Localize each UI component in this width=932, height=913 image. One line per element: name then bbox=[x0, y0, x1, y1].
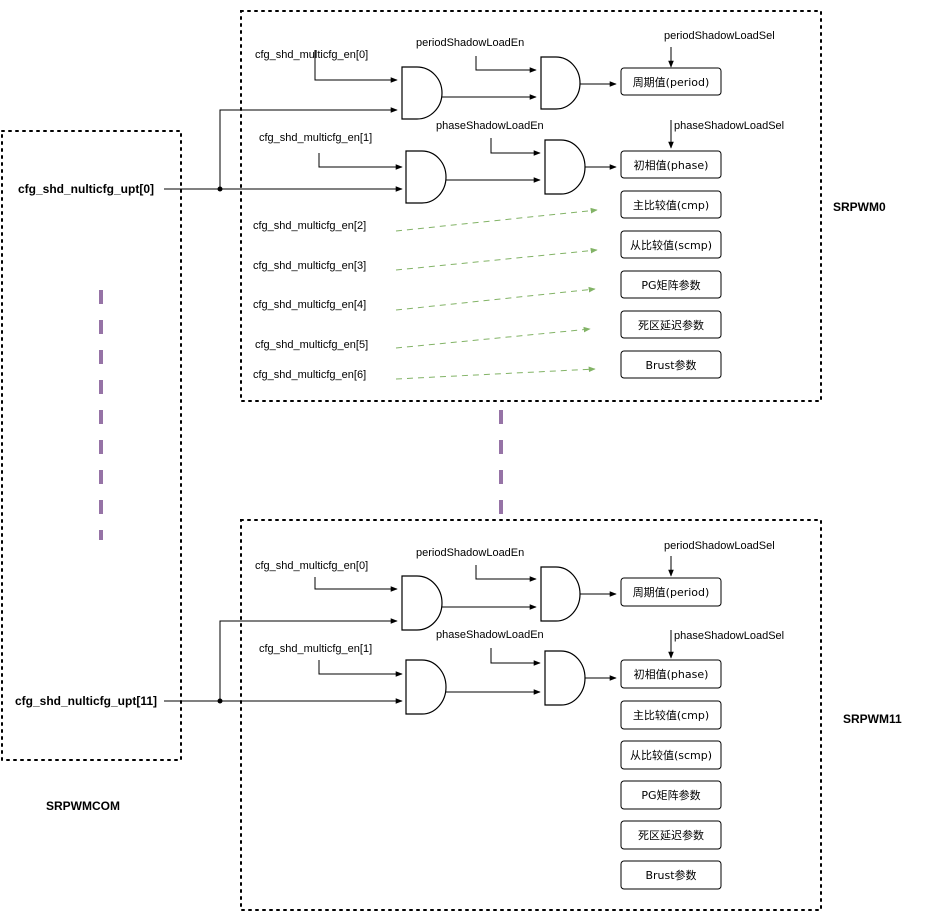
srpwm11-reg-period: 周期值(period) bbox=[633, 586, 710, 599]
srpwm0-frame bbox=[240, 10, 822, 402]
srpwm0-title: SRPWM0 bbox=[833, 200, 886, 214]
srpwm0-en2-label: cfg_shd_multicfg_en[2] bbox=[253, 220, 366, 232]
srpwm0-period-load-sel-label: periodShadowLoadSel bbox=[664, 30, 775, 42]
srpwm11-frame bbox=[240, 519, 822, 911]
srpwm11-reg-phase: 初相值(phase) bbox=[634, 667, 709, 681]
srpwm11-period-load-sel-label: periodShadowLoadSel bbox=[664, 540, 775, 552]
srpwm0-reg-scmp: 从比较值(scmp) bbox=[630, 238, 712, 252]
upt0-label: cfg_shd_nulticfg_upt[0] bbox=[18, 182, 154, 196]
srpwm11-reg-pg: PG矩阵参数 bbox=[641, 788, 700, 802]
srpwm0-reg-phase: 初相值(phase) bbox=[634, 158, 709, 172]
srpwm11-reg-brust: Brust参数 bbox=[645, 868, 696, 882]
srpwm0-en4-label: cfg_shd_multicfg_en[4] bbox=[253, 299, 366, 311]
srpwmcom-frame bbox=[1, 130, 182, 761]
and-gate-6 bbox=[540, 566, 581, 622]
srpwm11-reg-scmp: 从比较值(scmp) bbox=[630, 748, 712, 762]
srpwm11-reg-cmp: 主比较值(cmp) bbox=[633, 708, 709, 722]
srpwm0-en5-label: cfg_shd_multicfg_en[5] bbox=[255, 339, 368, 351]
srpwm11-logic bbox=[164, 556, 722, 890]
and-gate-2 bbox=[540, 56, 581, 110]
srpwm11-en0-label: cfg_shd_multicfg_en[0] bbox=[255, 560, 368, 572]
and-gate-1 bbox=[401, 66, 443, 120]
and-gate-8 bbox=[544, 650, 586, 706]
srpwm11-title: SRPWM11 bbox=[843, 712, 902, 726]
srpwmcom-title: SRPWMCOM bbox=[46, 799, 120, 813]
srpwm0-phase-load-en-label: phaseShadowLoadEn bbox=[436, 120, 544, 132]
srpwm11-en1-label: cfg_shd_multicfg_en[1] bbox=[259, 643, 372, 655]
srpwm0-en6-label: cfg_shd_multicfg_en[6] bbox=[253, 369, 366, 381]
srpwm0-period-load-en-label: periodShadowLoadEn bbox=[416, 37, 524, 49]
srpwm0-reg-pg: PG矩阵参数 bbox=[641, 278, 700, 292]
srpwm11-reg-deadband: 死区延迟参数 bbox=[638, 828, 704, 842]
srpwm0-reg-deadband: 死区延迟参数 bbox=[638, 318, 704, 332]
srpwm11-phase-load-sel-label: phaseShadowLoadSel bbox=[674, 630, 784, 642]
srpwm0-en3-label: cfg_shd_multicfg_en[3] bbox=[253, 260, 366, 272]
srpwm11-phase-load-en-label: phaseShadowLoadEn bbox=[436, 629, 544, 641]
and-gate-4 bbox=[544, 139, 586, 195]
and-gate-3 bbox=[405, 150, 447, 204]
srpwm0-reg-brust: Brust参数 bbox=[645, 358, 696, 372]
srpwm0-en0-label: cfg_shd_multicfg_en[0] bbox=[255, 49, 368, 61]
upt11-label: cfg_shd_nulticfg_upt[11] bbox=[15, 694, 157, 708]
srpwm0-reg-period: 周期值(period) bbox=[633, 76, 710, 89]
srpwm0-logic bbox=[164, 47, 722, 380]
srpwm0-reg-cmp: 主比较值(cmp) bbox=[633, 198, 709, 212]
and-gate-7 bbox=[405, 659, 447, 715]
and-gate-5 bbox=[401, 575, 443, 631]
srpwm0-phase-load-sel-label: phaseShadowLoadSel bbox=[674, 120, 784, 132]
srpwm11-period-load-en-label: periodShadowLoadEn bbox=[416, 547, 524, 559]
srpwm0-en1-label: cfg_shd_multicfg_en[1] bbox=[259, 132, 372, 144]
